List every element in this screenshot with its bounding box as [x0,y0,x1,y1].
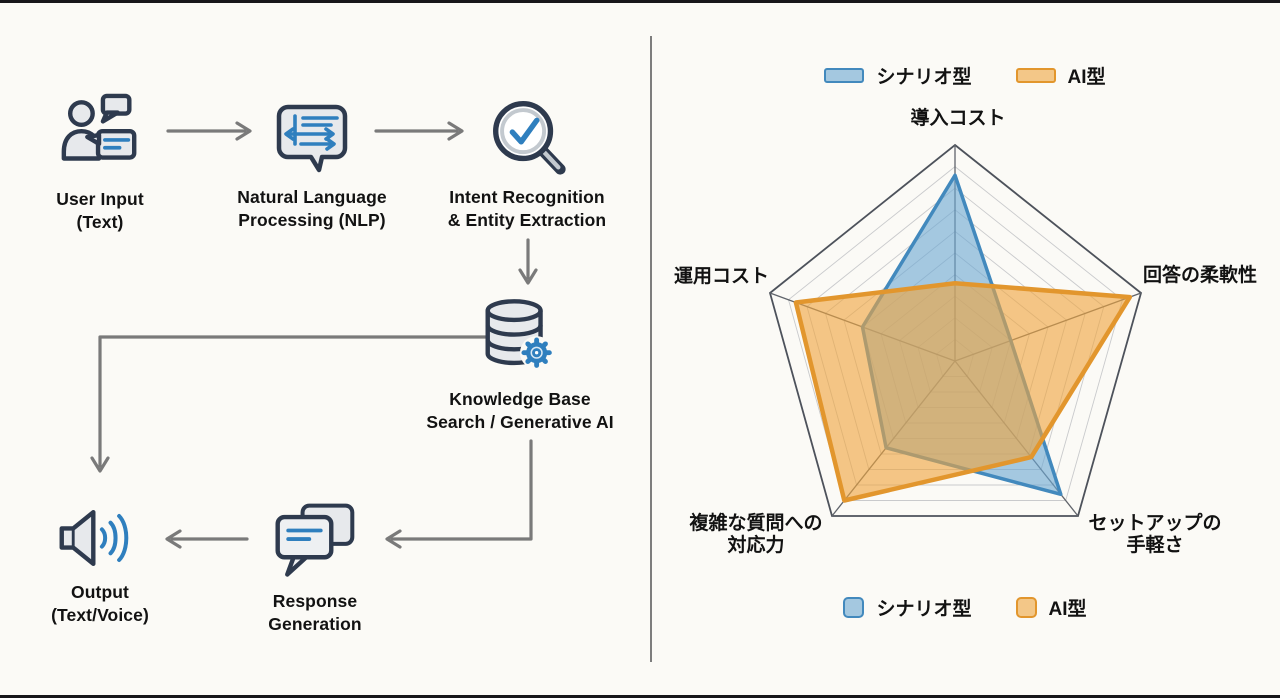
legend-swatch-scenario [843,597,865,618]
node-label-line: Natural Language [237,187,387,207]
legend-label-scenario: シナリオ型 [876,599,972,620]
node-label-line: User Input [56,189,144,209]
node-label-line: Generation [268,614,362,634]
panel-divider [650,36,652,662]
chat-bubbles-icon [275,503,355,577]
legend-label-ai: AI型 [1067,67,1106,88]
node-intent: Intent Recognition & Entity Extraction [427,92,627,232]
node-label-line: (Text/Voice) [51,605,149,625]
node-user-input: User Input (Text) [20,92,180,234]
legend-item-scenario: シナリオ型 [843,594,972,621]
axis-label-intro-cost: 導入コスト [910,108,1006,129]
nlp-bubble-icon [276,104,348,173]
radar-legend-top: シナリオ型 AI型 [650,62,1280,89]
axis-label-complex-questions: 複雑な質問への 対応力 [689,513,823,556]
node-label-line: & Entity Extraction [447,210,607,230]
axis-label-operating-cost: 運用コスト [674,266,770,287]
axis-label-answer-flexibility: 回答の柔軟性 [1143,265,1258,286]
legend-item-scenario: シナリオ型 [824,62,972,89]
node-label-line: Intent Recognition [449,187,605,207]
node-label-line: Processing (NLP) [238,210,386,230]
legend-item-ai: AI型 [1015,594,1087,621]
node-knowledge-base: Knowledge Base Search / Generative AI [410,294,630,434]
node-label-line: Response [272,591,358,611]
legend-item-ai: AI型 [1015,62,1106,89]
node-label-line: Output [71,582,129,602]
node-output: Output (Text/Voice) [20,503,180,627]
axis-label-setup-ease: セットアップの 手軽さ [1088,513,1222,556]
speaker-icon [59,509,129,567]
top-edge-line [0,0,1280,3]
node-response: Response Generation [235,500,395,636]
radar-legend-bottom: シナリオ型 AI型 [650,594,1280,621]
node-nlp: Natural Language Processing (NLP) [212,100,412,232]
user-speech-icon [61,93,137,161]
node-label-line: Knowledge Base [449,389,591,409]
legend-swatch-ai [1015,597,1037,618]
database-gear-icon [485,299,554,370]
legend-swatch-scenario [824,68,865,83]
magnifier-check-icon [493,101,566,175]
legend-label-scenario: シナリオ型 [876,67,972,88]
legend-swatch-ai [1015,68,1056,83]
radar-chart [768,143,1143,517]
bottom-edge-line [0,695,1280,698]
legend-label-ai: AI型 [1048,599,1087,620]
node-label-line: (Text) [76,212,124,232]
node-label-line: Search / Generative AI [426,412,614,432]
